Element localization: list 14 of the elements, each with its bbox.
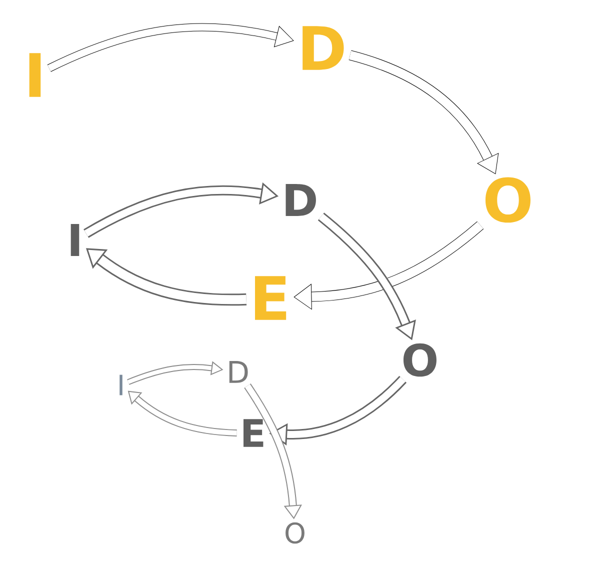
letter: D bbox=[229, 361, 248, 383]
curved-arrow bbox=[47, 23, 294, 72]
curved-arrow bbox=[294, 221, 484, 310]
curved-arrow bbox=[348, 50, 499, 174]
letter: I bbox=[70, 224, 80, 256]
letter: O bbox=[286, 522, 304, 544]
letter: I bbox=[29, 53, 41, 97]
letter: D bbox=[302, 26, 344, 70]
letter: O bbox=[404, 343, 436, 377]
letter: E bbox=[255, 276, 286, 320]
letter: E bbox=[244, 419, 264, 447]
letter: D bbox=[286, 184, 316, 216]
letter: O bbox=[486, 177, 530, 223]
letter: I bbox=[120, 374, 122, 396]
